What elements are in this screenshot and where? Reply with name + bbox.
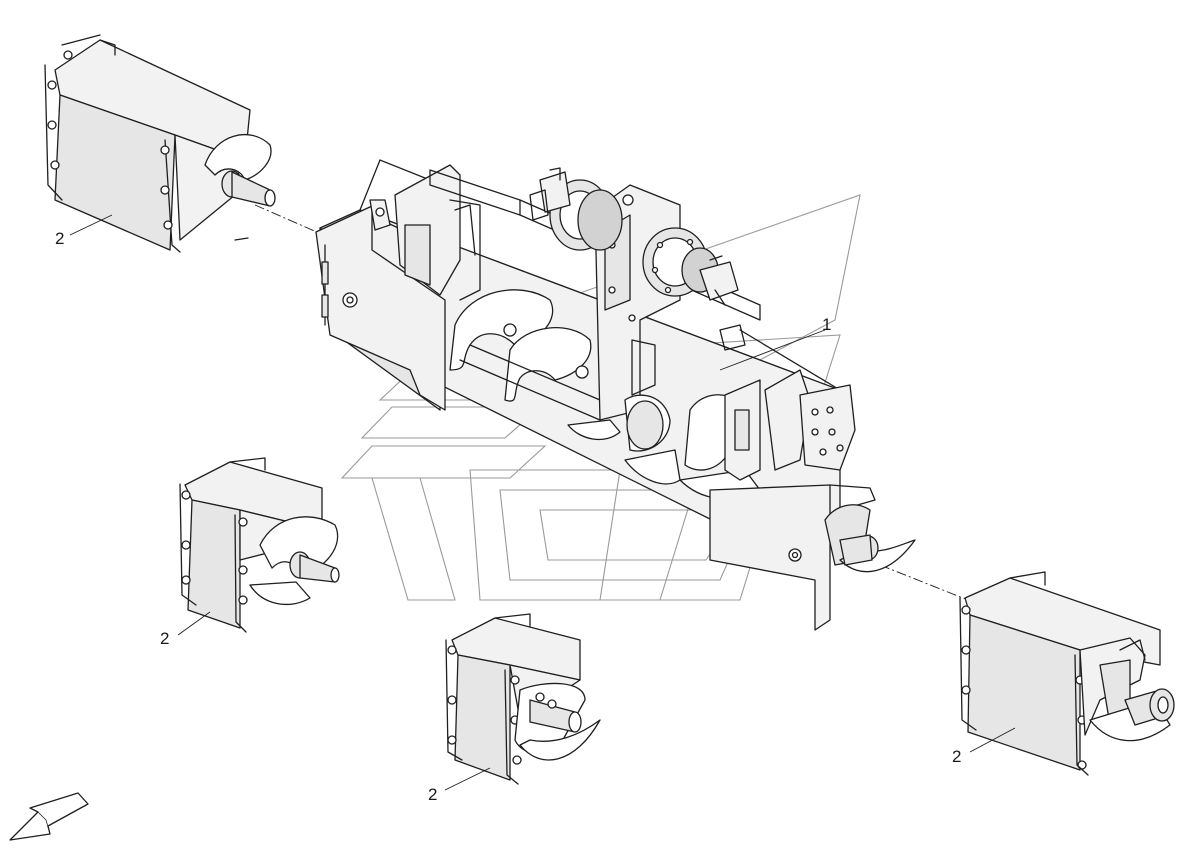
callout-left-upper: 2	[55, 229, 64, 248]
auger-section-right-lower	[959, 571, 1175, 776]
callout-right-lower: 2	[952, 747, 961, 766]
auger-section-left-upper	[44, 34, 276, 253]
auger-section-center-lower	[445, 613, 601, 785]
orientation-arrow-icon	[9, 792, 89, 841]
callout-left-middle: 2	[160, 629, 169, 648]
callout-main-assembly: 1	[822, 315, 831, 334]
main-auger-housing	[315, 159, 916, 631]
auger-section-left-middle	[179, 457, 340, 633]
leader-lines	[69, 214, 1016, 791]
callout-center-lower: 2	[428, 785, 437, 804]
